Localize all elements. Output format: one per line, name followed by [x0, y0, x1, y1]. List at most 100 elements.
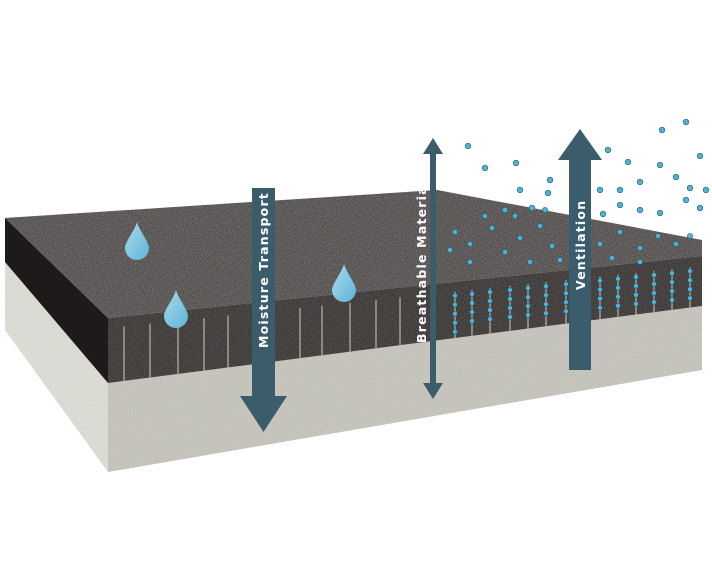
- vapor-particle: [633, 301, 639, 307]
- vapor-particle: [687, 233, 693, 239]
- arrow-up-icon: [558, 129, 602, 370]
- vapor-particle: [563, 290, 569, 296]
- vapor-particle: [543, 292, 549, 298]
- vapor-particle: [512, 213, 518, 219]
- vapor-particle: [633, 283, 639, 289]
- vapor-particle: [525, 303, 531, 309]
- vapor-particle: [489, 225, 495, 231]
- vapor-particle: [469, 309, 475, 315]
- vapor-particle: [604, 146, 612, 154]
- double-arrow-icon: [423, 138, 443, 399]
- vapor-particle: [624, 158, 632, 166]
- vapor-particle: [563, 281, 569, 287]
- vapor-particle: [525, 312, 531, 318]
- water-droplet-icon: [164, 290, 188, 328]
- vapor-particle: [452, 329, 458, 335]
- vapor-particle: [687, 277, 693, 283]
- arrow-down-icon: [240, 188, 287, 432]
- vapor-particle: [487, 307, 493, 313]
- vapor-particle: [537, 223, 543, 229]
- ventilation-label: Ventilation: [573, 200, 588, 290]
- vapor-particle: [447, 247, 453, 253]
- vapor-particle: [655, 233, 661, 239]
- vapor-particle: [696, 204, 704, 212]
- vapor-particle: [525, 294, 531, 300]
- vapor-particle: [669, 288, 675, 294]
- vapor-particle: [517, 235, 523, 241]
- breathable-material-label: Breathable Material: [414, 180, 429, 343]
- vapor-particle: [633, 292, 639, 298]
- vapor-particle: [597, 295, 603, 302]
- vapor-particle: [543, 301, 549, 307]
- vapor-particle: [651, 281, 657, 287]
- vapor-particle: [452, 311, 458, 317]
- vapor-particle: [651, 272, 657, 278]
- breathable-top-layer: [5, 190, 702, 383]
- vapor-particle: [464, 142, 472, 150]
- water-droplets: [125, 222, 356, 328]
- vapor-particle: [549, 243, 555, 249]
- moisture-transport-arrow: Moisture Transport: [240, 188, 287, 432]
- vapor-particle: [599, 210, 607, 218]
- vapor-particle: [597, 286, 603, 293]
- vapor-particle: [481, 164, 489, 172]
- vapor-particle: [702, 186, 710, 194]
- vapor-particle: [682, 118, 690, 126]
- vapor-particle: [615, 276, 621, 282]
- vapor-particle: [633, 274, 639, 280]
- vapor-particle: [669, 270, 675, 276]
- vapor-particle: [597, 277, 603, 284]
- vapor-particles: [447, 118, 710, 335]
- vapor-particle: [452, 229, 458, 235]
- vapor-particle: [487, 289, 493, 295]
- vapor-particle: [507, 296, 513, 302]
- vapor-particle: [672, 173, 680, 181]
- vapor-particle: [512, 159, 520, 167]
- vapor-particle: [596, 186, 604, 194]
- vapor-particle: [482, 213, 488, 219]
- vapor-particle: [525, 285, 531, 291]
- vapor-particle: [651, 290, 657, 296]
- ventilation-arrow: Ventilation: [558, 129, 602, 370]
- vapor-particle: [467, 259, 473, 265]
- vapor-particle: [669, 279, 675, 285]
- vapor-particle: [616, 201, 624, 209]
- vapor-particle: [682, 196, 690, 204]
- moisture-transport-label: Moisture Transport: [256, 192, 271, 348]
- vapor-particle: [501, 206, 509, 214]
- vapor-particle: [516, 186, 524, 194]
- vapor-particle: [563, 299, 569, 305]
- vapor-particle: [452, 320, 458, 326]
- vapor-particle: [507, 287, 513, 293]
- vapor-particle: [656, 161, 664, 169]
- vapor-particle: [637, 259, 643, 265]
- vapor-particle: [597, 241, 603, 247]
- dark-left-face: [5, 218, 108, 383]
- vapor-particle: [467, 241, 473, 247]
- base-layer: [5, 262, 702, 472]
- water-droplet-icon: [332, 264, 356, 302]
- vapor-particle: [469, 318, 475, 324]
- vapor-particle: [502, 249, 508, 255]
- vapor-particle: [557, 257, 563, 263]
- vapor-particle: [636, 178, 644, 186]
- vapor-particle: [617, 229, 623, 235]
- vapor-particle: [469, 291, 475, 297]
- vapor-particle: [615, 303, 621, 309]
- vapor-particle: [687, 268, 693, 274]
- vapor-particle: [615, 285, 621, 291]
- vapor-particle: [543, 283, 549, 289]
- vapor-particle: [609, 255, 615, 261]
- vapor-particle: [656, 209, 664, 217]
- vapor-particle: [597, 304, 603, 311]
- vapor-particle: [563, 308, 569, 314]
- vapor-particle: [687, 286, 693, 292]
- vapor-particle: [669, 297, 675, 303]
- vapor-particle: [527, 259, 533, 265]
- vapor-particle: [696, 152, 704, 160]
- vapor-particle: [542, 207, 548, 213]
- vapor-particle: [651, 299, 657, 305]
- vapor-particle: [637, 245, 643, 251]
- vapor-particle: [528, 204, 536, 212]
- vapor-particle: [615, 294, 621, 300]
